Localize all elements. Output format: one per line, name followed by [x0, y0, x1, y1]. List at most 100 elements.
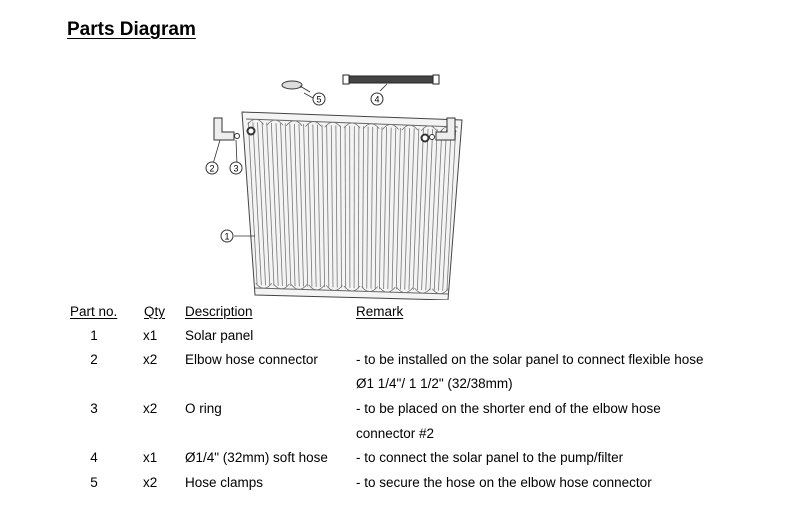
panel-tube-line — [421, 128, 429, 291]
qty-cell: x1 — [143, 328, 158, 343]
panel-tube-line — [312, 124, 317, 287]
panel-tube-line — [387, 127, 392, 290]
panel-tube-line — [252, 122, 262, 286]
qty-cell: x2 — [143, 475, 158, 490]
panel-tube-line — [321, 124, 325, 288]
column-header-qty: Qty — [144, 304, 166, 319]
panel-tube-bend — [247, 118, 264, 125]
qty-cell: x2 — [143, 401, 158, 416]
panel-tube-line — [261, 122, 271, 286]
remark-cell: - to be installed on the solar panel to … — [356, 352, 704, 367]
panel-tube-line — [307, 124, 313, 287]
panel-tube-line — [416, 128, 424, 291]
panel-tube-line — [408, 128, 415, 290]
parts-diagram: 5 4 2 3 1 — [205, 74, 463, 300]
panel-tube-bend — [285, 120, 303, 127]
remark-cell: connector #2 — [356, 426, 435, 441]
panel-tube-bend — [401, 124, 419, 131]
panel-tube-bend — [308, 284, 326, 291]
description-cell: O ring — [185, 401, 222, 416]
panel-tube-line — [340, 125, 342, 288]
callout-5: 5 — [312, 92, 326, 106]
description-cell: Solar panel — [185, 328, 254, 343]
panel-tube-line — [270, 122, 279, 286]
elbow-connector-left — [213, 117, 256, 141]
panel-tube-line — [266, 122, 275, 286]
column-header-part-no: Part no. — [70, 304, 118, 319]
panel-tube-line — [326, 125, 330, 288]
panel-tube-line — [374, 126, 378, 289]
panel-tube-line — [400, 127, 406, 290]
page-title: Parts Diagram — [67, 19, 196, 40]
part-no-cell: 4 — [90, 450, 98, 465]
panel-tube-bend — [266, 119, 284, 126]
panel-tube-bend — [324, 121, 342, 128]
qty-cell: x1 — [143, 450, 158, 465]
panel-tube-bend — [326, 285, 343, 291]
panel-tube-line — [362, 126, 364, 289]
panel-tube-bend — [343, 122, 361, 129]
panel-tube-line — [383, 127, 387, 289]
panel-tube-bend — [273, 283, 290, 290]
panel-tube-line — [289, 123, 296, 287]
svg-text:1: 1 — [224, 232, 229, 242]
svg-text:2: 2 — [209, 164, 214, 174]
elbow-connector-right — [420, 117, 456, 143]
panel-tube-bend — [431, 288, 449, 295]
part-no-cell: 1 — [90, 328, 98, 343]
panel-tube-bend — [255, 283, 273, 289]
panel-tube-bend — [382, 124, 399, 130]
panel-tube-bend — [420, 125, 438, 132]
qty-cell: x2 — [143, 352, 158, 367]
panel-tube-line — [442, 129, 452, 291]
panel-tube-line — [303, 124, 309, 287]
part-no-cell: 2 — [90, 352, 98, 367]
panel-tube-line — [438, 129, 447, 291]
panel-tube-line — [275, 123, 283, 286]
description-cell: Hose clamps — [185, 475, 264, 490]
callout-3: 3 — [229, 161, 243, 175]
part-no-cell: 3 — [90, 401, 98, 416]
callout-1: 1 — [220, 229, 234, 243]
panel-tube-bend — [290, 284, 308, 290]
column-header-remark: Remark — [356, 304, 404, 319]
panel-tube-line — [330, 125, 334, 288]
column-header-description: Description — [185, 304, 253, 319]
panel-tube-line — [257, 122, 266, 286]
remark-cell: - to be placed on the shorter end of the… — [356, 401, 661, 416]
soft-hose-illustration — [342, 74, 440, 85]
hose-clamp-illustration — [281, 80, 311, 93]
panel-tube-line — [298, 123, 304, 287]
panel-tube-line — [446, 129, 457, 291]
panel-tube-line — [280, 123, 288, 286]
panel-tube-line — [425, 129, 434, 291]
panel-tube-line — [293, 123, 300, 287]
panel-tube-line — [412, 128, 420, 290]
remark-cell: - to secure the hose on the elbow hose c… — [356, 475, 652, 490]
callout-2: 2 — [205, 161, 219, 175]
panel-tube-bend — [361, 286, 378, 292]
panel-tube-bend — [378, 286, 396, 293]
panel-tube-line — [366, 126, 369, 289]
panel-tube-line — [379, 127, 383, 289]
description-cell: Ø1/4" (32mm) soft hose — [185, 450, 328, 465]
panel-tube-line — [370, 126, 374, 289]
panel-tube-line — [429, 129, 438, 291]
panel-tube-line — [395, 127, 401, 290]
panel-tube-line — [317, 124, 321, 288]
description-cell: Elbow hose connector — [185, 352, 318, 367]
panel-tube-line — [335, 125, 338, 288]
panel-tube-bend — [414, 287, 431, 294]
callout-4: 4 — [370, 92, 384, 106]
panel-tube-line — [357, 126, 360, 289]
panel-tube-line — [344, 125, 347, 288]
panel-tube-bend — [343, 285, 361, 292]
panel-tube-line — [247, 122, 258, 286]
panel-tube-bend — [362, 123, 380, 129]
panel-tube-line — [284, 123, 292, 287]
solar-panel-illustration — [241, 111, 463, 300]
panel-tube-line — [433, 129, 443, 291]
panel-tube-bend — [396, 287, 414, 294]
svg-text:5: 5 — [316, 95, 321, 105]
svg-text:3: 3 — [233, 164, 238, 174]
